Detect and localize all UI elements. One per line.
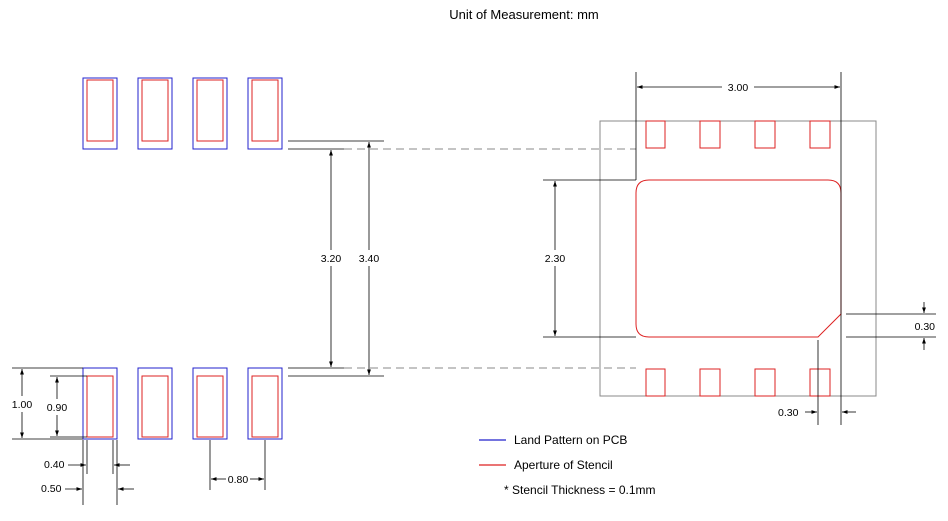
- land-pad: [192, 367, 228, 440]
- package-outline: [599, 120, 877, 397]
- inner-span-label: 3.20: [321, 253, 342, 265]
- land-pad: [192, 77, 228, 150]
- land-pad: [247, 77, 283, 150]
- stencil-aperture: [251, 375, 279, 438]
- bottom-pad-row: [82, 367, 283, 440]
- legend-land-label: Land Pattern on PCB: [514, 433, 627, 447]
- land-pad: [137, 77, 173, 150]
- land-pad: [82, 367, 118, 440]
- pitch-label: 0.80: [228, 474, 249, 486]
- legend-aperture-label: Aperture of Stencil: [514, 458, 613, 472]
- top-pad-row: [82, 77, 283, 150]
- stencil-aperture: [141, 79, 169, 142]
- stencil-aperture: [699, 368, 721, 397]
- stencil-aperture: [196, 375, 224, 438]
- pitch-dimension: 0.80: [209, 440, 266, 490]
- pad-width-land-label: 0.50: [41, 483, 62, 495]
- pad-height-dimensions: 1.00 0.90: [12, 367, 87, 440]
- body-width-label: 3.00: [728, 82, 749, 94]
- package-view: [599, 120, 877, 397]
- chamfer-horizontal-dimension: 0.30: [778, 340, 856, 425]
- stencil-aperture: [754, 368, 776, 397]
- stencil-aperture: [86, 375, 114, 438]
- stencil-aperture: [645, 120, 666, 149]
- body-width-dimension: 3.00: [635, 72, 842, 425]
- chamfer-vertical-label: 0.30: [915, 321, 936, 333]
- pad-width-dimensions: 0.40 0.50: [41, 440, 134, 505]
- epad-height-label: 2.30: [545, 253, 566, 265]
- stencil-aperture: [809, 120, 831, 149]
- land-pad: [137, 367, 173, 440]
- pad-height-stencil-label: 0.90: [47, 402, 68, 414]
- stencil-aperture: [645, 368, 666, 397]
- stencil-aperture: [196, 79, 224, 142]
- stencil-aperture: [754, 120, 776, 149]
- land-pad: [82, 77, 118, 150]
- stencil-aperture: [251, 79, 279, 142]
- chamfer-vertical-dimension: 0.30: [846, 302, 936, 350]
- legend: Land Pattern on PCB Aperture of Stencil …: [479, 433, 656, 497]
- land-pad: [247, 367, 283, 440]
- chamfer-horizontal-label: 0.30: [778, 407, 799, 419]
- pad-width-stencil-label: 0.40: [44, 459, 65, 471]
- stencil-aperture: [141, 375, 169, 438]
- stencil-aperture: [809, 368, 831, 397]
- stencil-thickness-note: * Stencil Thickness = 0.1mm: [504, 483, 656, 497]
- unit-title: Unit of Measurement: mm: [449, 7, 599, 22]
- stencil-aperture: [699, 120, 721, 149]
- exposed-pad-aperture: [635, 179, 842, 338]
- outer-span-label: 3.40: [359, 253, 380, 265]
- span-dimensions: 3.20 3.40: [288, 140, 636, 377]
- pad-height-land-label: 1.00: [12, 399, 33, 411]
- stencil-aperture: [86, 79, 114, 142]
- epad-height-dimension: 2.30: [543, 179, 636, 338]
